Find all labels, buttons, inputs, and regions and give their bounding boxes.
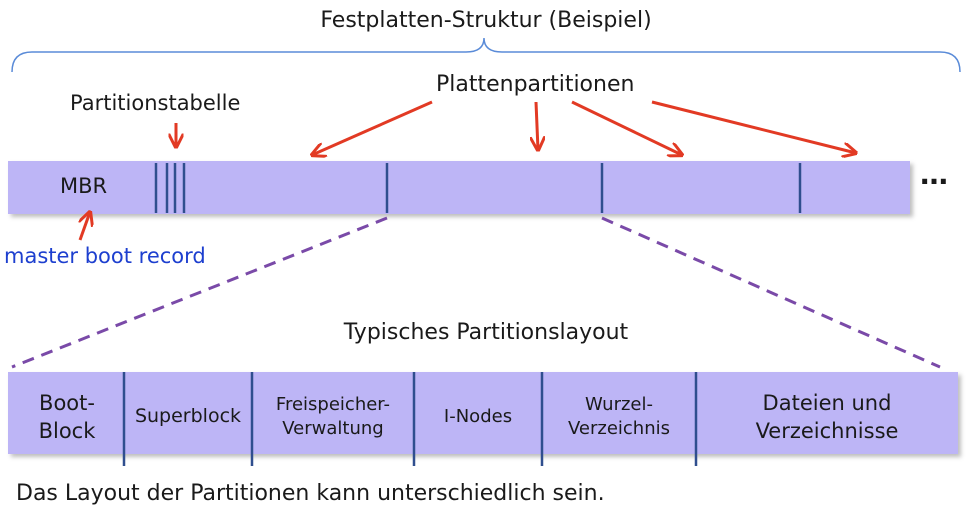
ellipsis: … xyxy=(920,158,949,191)
layout-bar xyxy=(8,372,958,454)
layout-cell-root-dir: Wurzel- Verzeichnis xyxy=(567,393,670,439)
arrow-partition-4 xyxy=(651,100,856,153)
layout-title: Typisches Partitionslayout xyxy=(343,320,629,345)
diagram-title: Festplatten-Struktur (Beispiel) xyxy=(320,8,652,33)
arrows xyxy=(80,100,856,241)
disk-bar xyxy=(8,161,910,214)
footnote: Das Layout der Partitionen kann untersch… xyxy=(16,481,605,506)
arrow-partition-3 xyxy=(571,100,682,155)
layout-cell-files-dirs: Dateien und Verzeichnisse xyxy=(755,390,899,443)
zoom-lines xyxy=(11,216,941,369)
layout-cell-boot-block: Boot- Block xyxy=(38,390,96,443)
layout-cell-inodes: I-Nodes xyxy=(443,405,513,427)
top-brace xyxy=(11,37,961,73)
layout-cell-free-space: Freispeicher- Verwaltung xyxy=(275,393,391,439)
arrow-partition-2 xyxy=(536,101,538,150)
mbr-label: MBR xyxy=(60,174,108,198)
layout-cell-superblock: Superblock xyxy=(134,405,242,428)
layout-dividers xyxy=(122,372,698,466)
partition-dividers xyxy=(385,163,802,213)
master-boot-record-label: master boot record xyxy=(4,244,206,268)
arrow-partition-1 xyxy=(312,100,433,155)
disk-partitions-label: Plattenpartitionen xyxy=(436,72,635,97)
arrow-master-boot-record xyxy=(80,212,90,241)
partition-table-label: Partitionstabelle xyxy=(70,91,241,115)
partition-table-lines xyxy=(154,163,186,213)
